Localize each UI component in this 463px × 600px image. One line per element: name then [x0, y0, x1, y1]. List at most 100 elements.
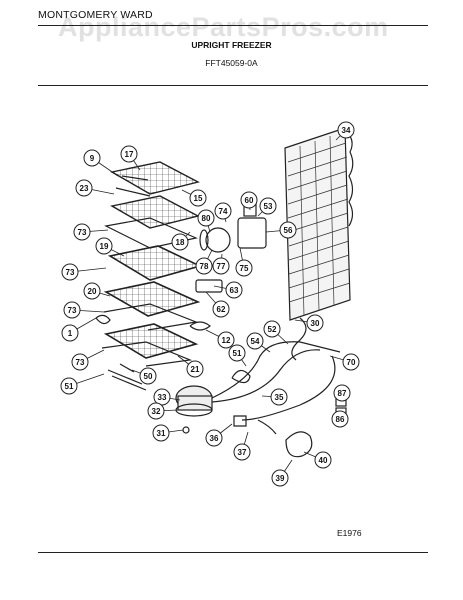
callout-56: 56 — [265, 221, 297, 239]
part-number-label: 73 — [68, 306, 77, 315]
part-number-label: 80 — [202, 214, 211, 223]
part-number-label: 33 — [158, 393, 167, 402]
part-number-label: 78 — [200, 262, 209, 271]
callout-circle — [83, 282, 101, 300]
callout-78: 78 — [195, 249, 213, 275]
part-number-label: 51 — [233, 349, 242, 358]
callout-circle — [263, 320, 281, 338]
part-number-label: 87 — [338, 389, 347, 398]
callout-34: 34 — [335, 121, 355, 141]
callout-39: 39 — [271, 459, 293, 487]
callout-circle — [63, 301, 81, 319]
part-number-label: 34 — [342, 126, 351, 135]
callout-circle — [212, 300, 230, 318]
callout-circle — [270, 388, 288, 406]
part-number-label: 75 — [240, 264, 249, 273]
part-number-label: 9 — [90, 154, 95, 163]
callout-circle — [60, 377, 78, 395]
part-number-label: 70 — [347, 358, 356, 367]
part-number-label: 40 — [319, 456, 328, 465]
footer-rule — [38, 552, 428, 553]
page-title: UPRIGHT FREEZER — [191, 40, 272, 50]
callout-circle — [246, 332, 264, 350]
callout-18: 18 — [171, 231, 191, 251]
callout-19: 19 — [95, 237, 125, 257]
callout-23: 23 — [75, 179, 115, 197]
callout-circle — [152, 424, 170, 442]
part-number-label: 54 — [251, 337, 260, 346]
part-number-label: 86 — [336, 415, 345, 424]
part-number-label: 19 — [100, 242, 109, 251]
part-number-label: 52 — [268, 325, 277, 334]
callout-77: 77 — [212, 253, 230, 275]
part-number-label: 37 — [238, 448, 247, 457]
part-number-label: 51 — [65, 382, 74, 391]
callout-circle — [83, 149, 101, 167]
callout-15: 15 — [181, 189, 207, 207]
callout-74: 74 — [214, 202, 232, 223]
part-number-label: 23 — [80, 184, 89, 193]
part-number-label: 73 — [76, 358, 85, 367]
callout-50: 50 — [131, 367, 157, 385]
callout-52: 52 — [263, 320, 289, 345]
brand-name: MONTGOMERY WARD — [38, 9, 153, 21]
callout-circle — [61, 324, 79, 342]
part-number-label: 56 — [284, 226, 293, 235]
callout-12: 12 — [205, 329, 235, 349]
callout-73: 73 — [73, 223, 109, 241]
part-number-label: 12 — [222, 336, 231, 345]
part-number-label: 17 — [125, 150, 134, 159]
model-number: FFT45059-0A — [205, 58, 258, 68]
callout-circle — [75, 179, 93, 197]
callout-circle — [212, 257, 230, 275]
part-number-label: 73 — [66, 268, 75, 277]
part-number-label: 74 — [219, 207, 228, 216]
callout-circle — [217, 331, 235, 349]
callout-circle — [186, 360, 204, 378]
loose-parts — [107, 175, 151, 391]
callout-circle — [331, 410, 349, 428]
condenser-coil — [284, 127, 354, 321]
callout-circle — [73, 223, 91, 241]
part-number-label: 63 — [230, 286, 239, 295]
callout-circle — [71, 353, 89, 371]
callout-86: 86 — [331, 410, 349, 428]
callout-87: 87 — [333, 384, 351, 402]
callout-9: 9 — [83, 149, 119, 177]
callout-circle — [228, 344, 246, 362]
callout-30: 30 — [294, 314, 324, 332]
callout-60: 60 — [240, 191, 258, 211]
part-number-label: 62 — [217, 305, 226, 314]
part-number-label: 60 — [245, 196, 254, 205]
callout-circle — [235, 259, 253, 277]
callout-40: 40 — [303, 451, 332, 469]
callout-circle — [240, 191, 258, 209]
callout-54: 54 — [246, 332, 271, 353]
callout-21: 21 — [177, 355, 204, 378]
callout-73: 73 — [71, 349, 105, 371]
callout-circle — [139, 367, 157, 385]
callout-circle — [189, 189, 207, 207]
header-rule-bottom — [38, 85, 428, 86]
callout-circle — [225, 281, 243, 299]
callout-20: 20 — [83, 282, 111, 300]
callout-circle — [342, 353, 360, 371]
callout-51: 51 — [228, 344, 247, 367]
watermark: AppliancePartsPros.com — [58, 12, 389, 42]
callout-36: 36 — [205, 423, 233, 447]
callout-37: 37 — [233, 431, 251, 461]
callout-circle — [233, 443, 251, 461]
part-number-label: 21 — [191, 365, 200, 374]
part-number-label: 36 — [210, 434, 219, 443]
header-rule-top — [38, 25, 428, 26]
part-number-label: 39 — [276, 474, 285, 483]
wire-shelves — [101, 161, 203, 367]
callout-1: 1 — [61, 317, 97, 342]
callout-17: 17 — [120, 145, 141, 171]
part-number-label: 20 — [88, 287, 97, 296]
callout-circle — [120, 145, 138, 163]
callout-70: 70 — [329, 353, 360, 371]
part-number-label: 15 — [194, 194, 203, 203]
